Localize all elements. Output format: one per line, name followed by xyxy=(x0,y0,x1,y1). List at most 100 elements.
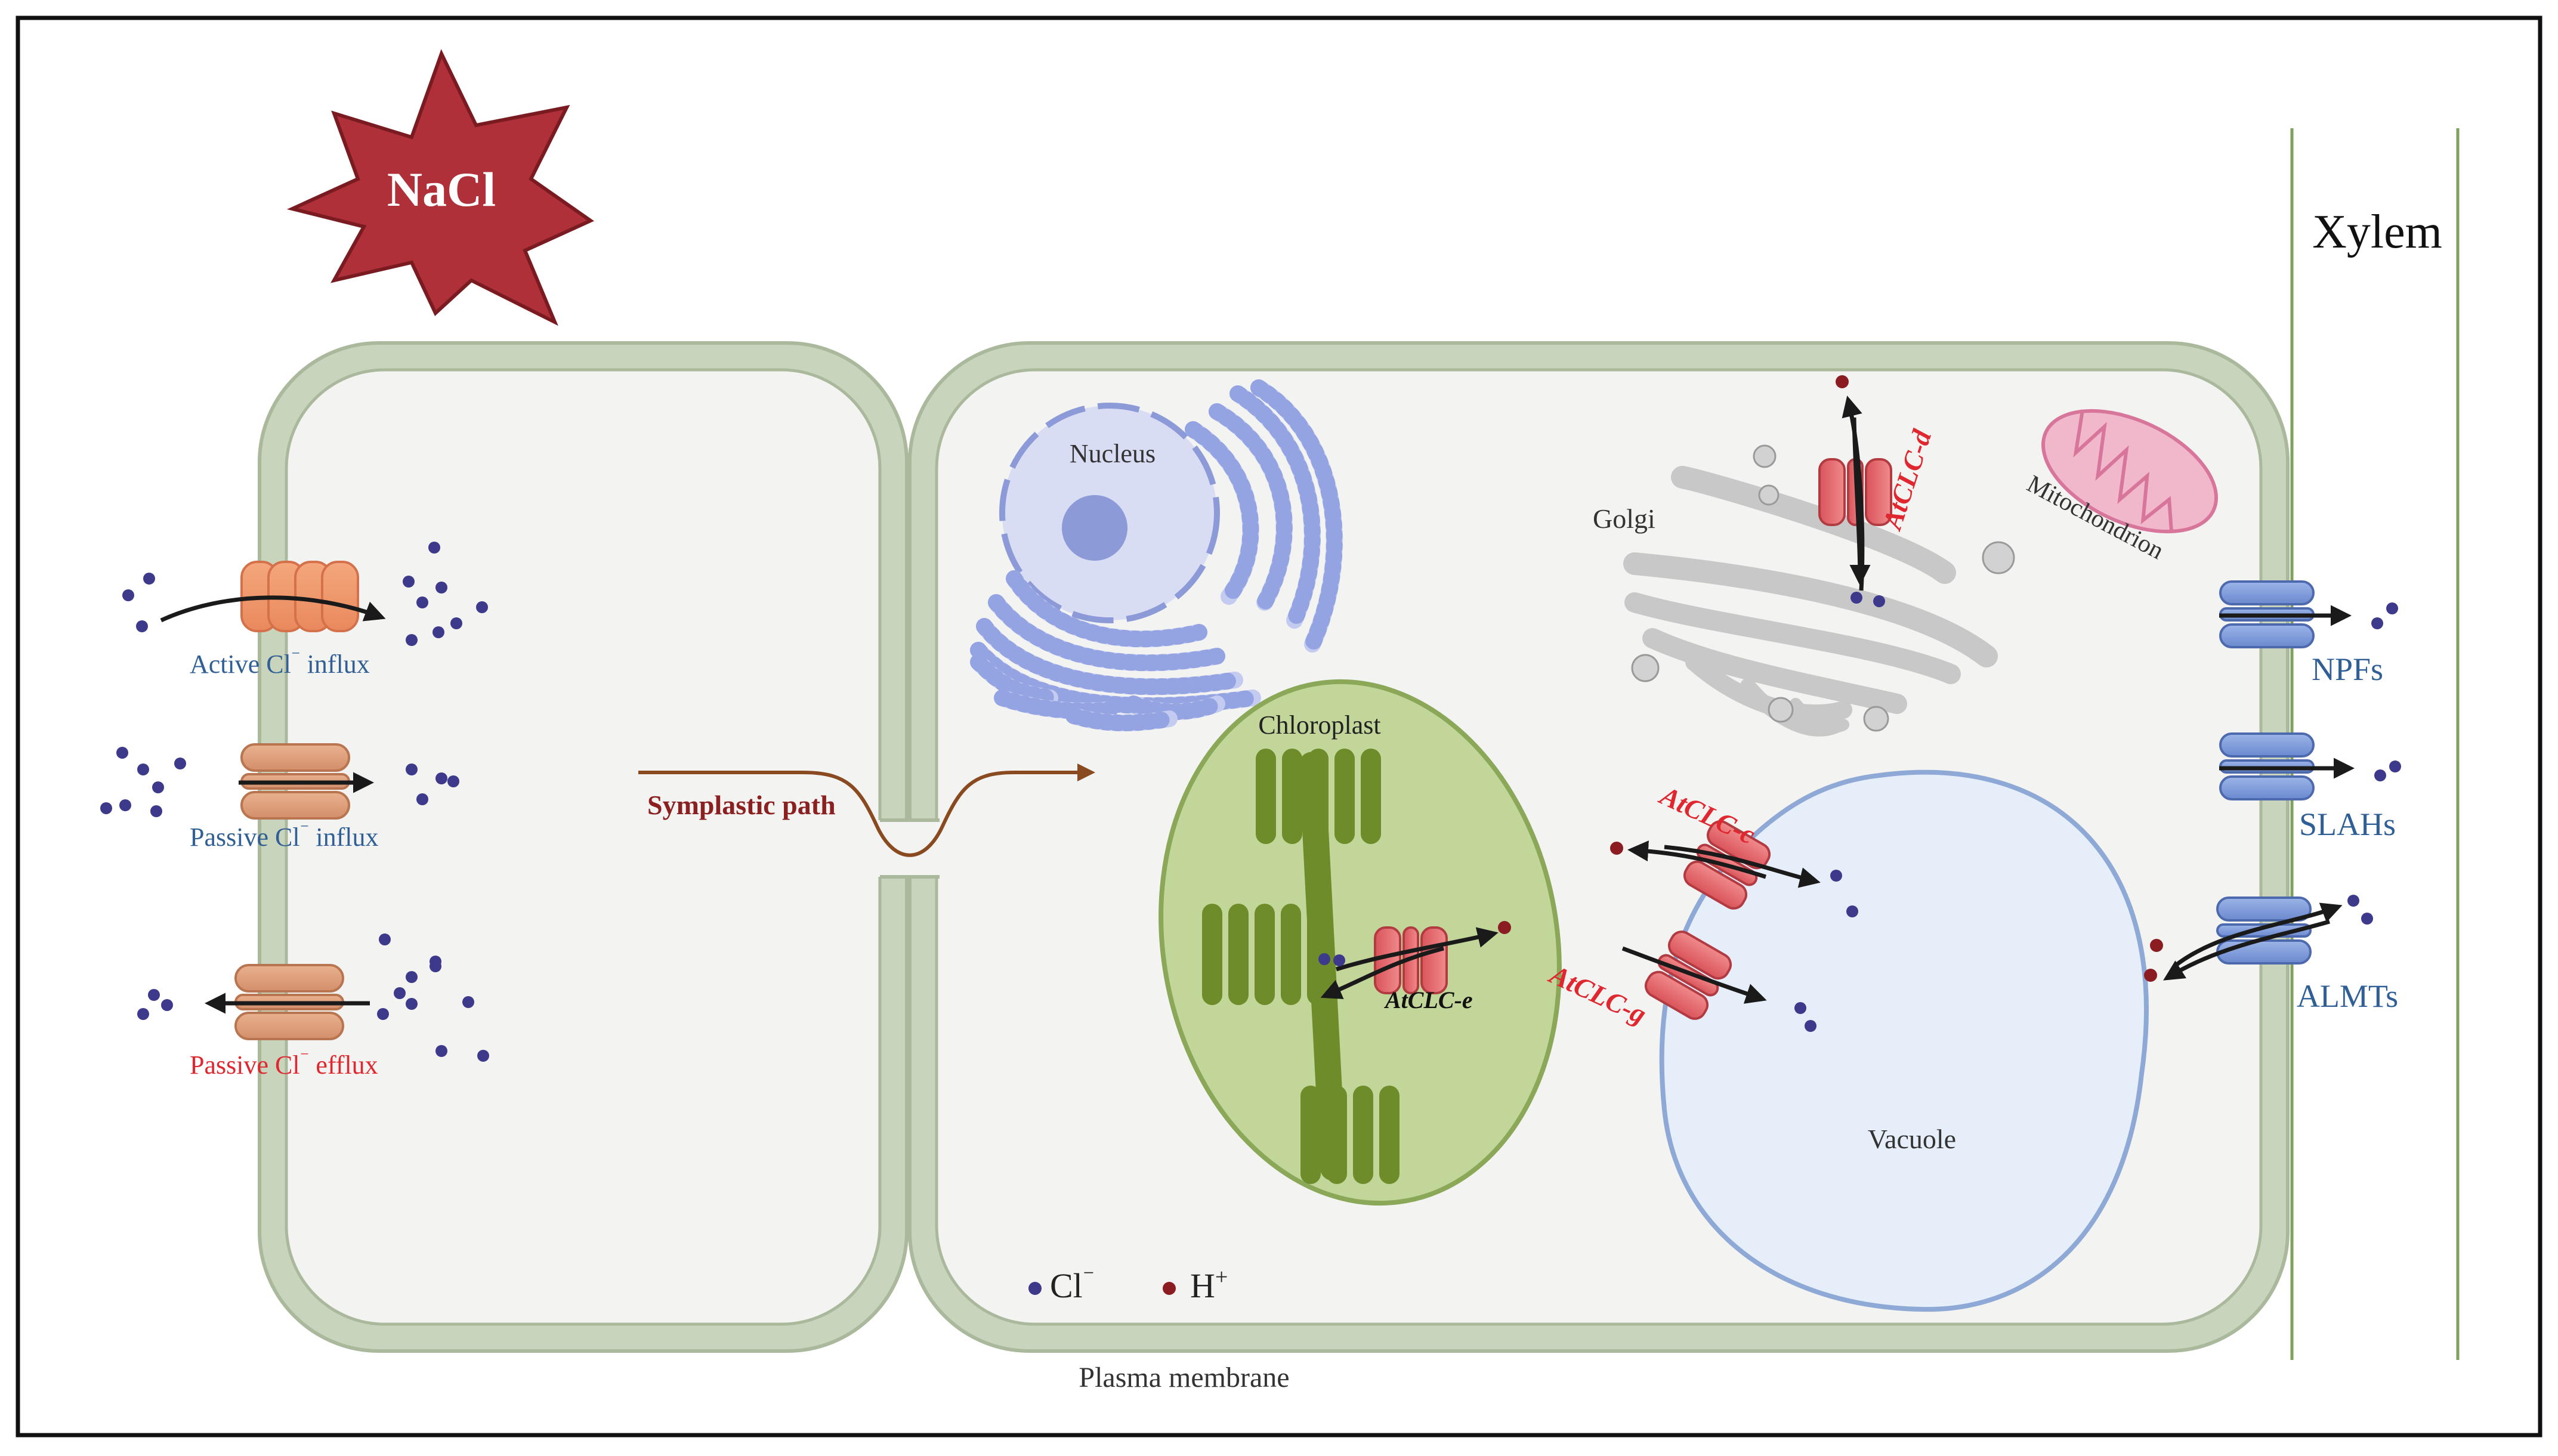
granum xyxy=(1361,749,1381,844)
chloroplast: Chloroplast xyxy=(1158,679,1562,1206)
cl-ion xyxy=(136,620,148,632)
cl-ion xyxy=(379,933,391,945)
cl-ion xyxy=(377,1008,389,1020)
cl-ion xyxy=(462,996,474,1008)
cl-ion xyxy=(435,772,447,784)
h-ion xyxy=(1836,375,1849,388)
atclc-e-channel-label: AtCLC-e xyxy=(1383,987,1473,1013)
cl-ion xyxy=(447,775,459,787)
golgi-apparatus: Golgi xyxy=(1593,444,2015,737)
cl-ion xyxy=(476,601,488,613)
ion-legend: Cl⁻ H+ xyxy=(1028,1265,1228,1305)
granum xyxy=(1282,749,1302,844)
legend-cl-dot xyxy=(1028,1282,1042,1295)
cl-ion xyxy=(450,617,462,629)
active-influx-transporter xyxy=(160,561,386,632)
nacl-burst: NaCl xyxy=(286,49,595,326)
cl-ion xyxy=(174,758,186,769)
cl-ion xyxy=(2347,895,2359,907)
nucleus-label: Nucleus xyxy=(1070,439,1156,468)
cl-ion xyxy=(116,747,128,759)
cl-ion xyxy=(2371,617,2383,629)
symplastic-path: Symplastic path xyxy=(638,763,1095,857)
active-influx-label: Active Cl⁻ influx xyxy=(190,647,370,679)
passive-influx-label: Passive Cl⁻ influx xyxy=(190,820,379,852)
left-cell xyxy=(258,341,909,1353)
npf-transporter-label: NPFs xyxy=(2312,651,2383,687)
granum xyxy=(1281,904,1301,1005)
cl-ion xyxy=(435,582,447,593)
almt-h-arrow xyxy=(2163,919,2330,981)
almt-transporter-arrow xyxy=(2173,902,2343,968)
cl-ion xyxy=(406,971,418,983)
granum xyxy=(1308,749,1329,844)
plasma-membrane-label: Plasma membrane xyxy=(1079,1362,1289,1393)
cl-ion xyxy=(406,634,418,646)
cl-ion xyxy=(2374,769,2386,781)
plasmodesma xyxy=(874,818,946,879)
cl-ion xyxy=(119,799,131,811)
chloroplast-label: Chloroplast xyxy=(1258,710,1380,740)
granum xyxy=(1202,904,1222,1005)
h-ion xyxy=(1610,842,1623,855)
cl-ion xyxy=(143,573,155,585)
cl-ion xyxy=(1805,1020,1816,1032)
legend-h-label: H+ xyxy=(1190,1265,1228,1305)
atclc-e-channel-arrow xyxy=(1320,946,1444,1000)
cl-ion xyxy=(1830,870,1842,882)
legend-cl-label: Cl⁻ xyxy=(1050,1265,1095,1305)
granum xyxy=(1255,904,1275,1005)
cl-ion xyxy=(2386,602,2398,614)
cl-ion xyxy=(432,626,444,638)
vacuole-label: Vacuole xyxy=(1868,1124,1956,1154)
atclc-g-channel-arrow xyxy=(1621,946,1767,1004)
h-ion xyxy=(1498,921,1511,934)
cl-ion xyxy=(1850,592,1862,604)
cl-ion xyxy=(477,1050,489,1062)
passive-efflux-label: Passive Cl⁻ efflux xyxy=(190,1047,378,1080)
almt-transporter-label: ALMTs xyxy=(2297,978,2398,1014)
passive-influx-transporter xyxy=(240,743,350,820)
legend-h-dot xyxy=(1163,1282,1176,1295)
granum xyxy=(1256,749,1276,844)
cl-ion xyxy=(137,1008,149,1020)
cl-ion xyxy=(435,1045,447,1057)
granum xyxy=(1334,749,1355,844)
atclc-d-channel-arrow xyxy=(1849,417,1871,586)
granum xyxy=(1353,1086,1373,1184)
cl-ion xyxy=(1794,1002,1806,1014)
granum xyxy=(1300,1086,1321,1184)
cl-ion xyxy=(152,781,164,793)
h-ion xyxy=(2144,969,2157,982)
atclc-e-channel-arrow xyxy=(1335,927,1499,972)
active-influx-arrow xyxy=(160,595,386,623)
cl-ion xyxy=(416,793,428,805)
cl-ion xyxy=(403,576,415,588)
cl-ion xyxy=(137,763,149,775)
cl-ion xyxy=(161,999,173,1011)
cl-ion xyxy=(122,589,134,601)
cl-ion xyxy=(430,960,441,972)
granum xyxy=(1327,1086,1347,1184)
nucleolus xyxy=(1062,495,1127,561)
cl-ion xyxy=(1318,953,1330,965)
cl-ion xyxy=(2361,913,2373,925)
mitochondrion: Mitochondrion xyxy=(2022,409,2218,565)
cl-ion xyxy=(1333,954,1345,966)
granum xyxy=(1228,904,1249,1005)
granum xyxy=(1307,904,1327,1005)
granum xyxy=(1379,1086,1400,1184)
xylem-label: Xylem xyxy=(2312,206,2442,258)
cl-ion xyxy=(100,802,112,814)
cl-ion xyxy=(394,987,406,999)
nucleus-er: Nucleus xyxy=(970,379,1343,731)
h-ion xyxy=(2150,939,2163,952)
cl-ion xyxy=(406,763,418,775)
slah-transporter-label: SLAHs xyxy=(2299,806,2396,842)
cl-ion xyxy=(2389,761,2401,772)
golgi-label: Golgi xyxy=(1593,503,1655,534)
cl-ion xyxy=(1873,595,1885,607)
atclc-c-channel-arrow xyxy=(1664,845,1821,888)
cl-ion xyxy=(416,596,428,608)
